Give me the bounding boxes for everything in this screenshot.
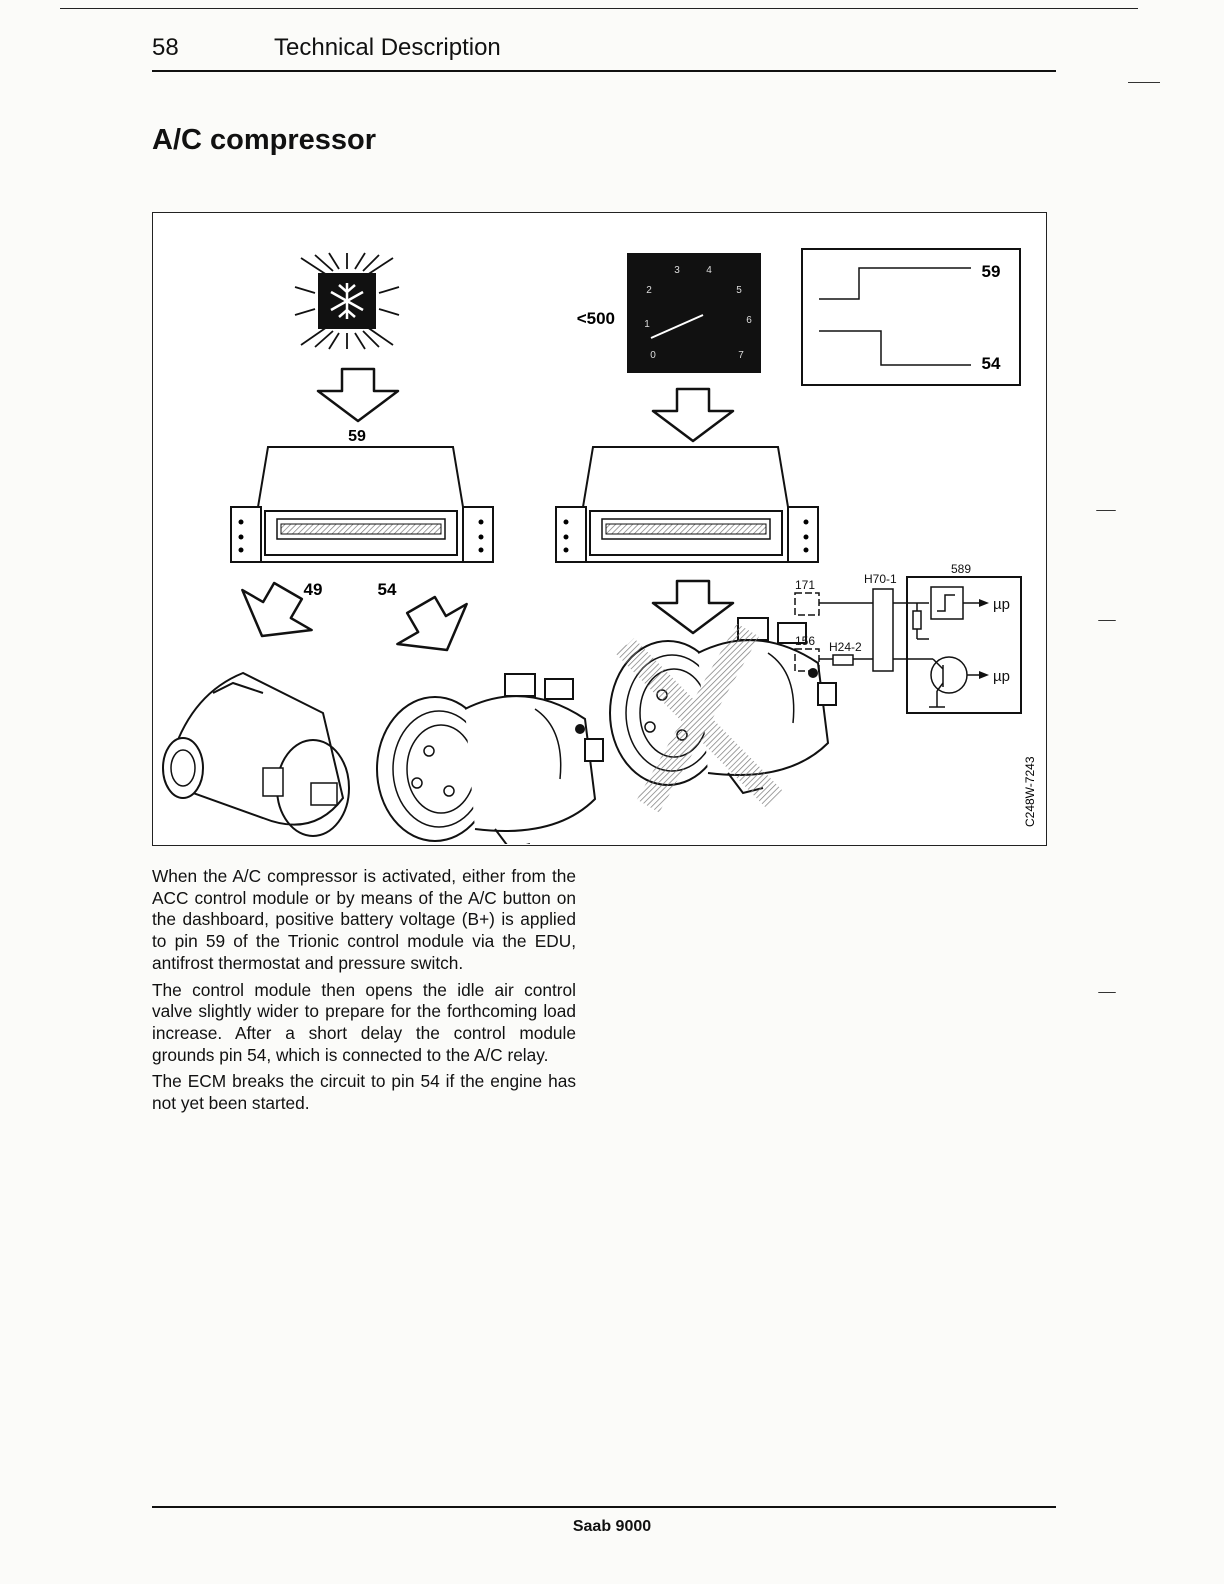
signal-graph: 59 54 (802, 249, 1020, 385)
pin-59-label: 59 (348, 428, 366, 445)
down-arrow-3 (653, 581, 733, 633)
svg-text:2: 2 (646, 285, 652, 296)
signal-59-label: 59 (982, 262, 1001, 281)
idle-air-control-valve (163, 673, 349, 836)
microprocessor-top-label: µp (993, 596, 1010, 613)
svg-text:4: 4 (706, 265, 712, 276)
tachometer-icon: 1 2 3 4 5 6 7 0 (627, 253, 761, 373)
microprocessor-bottom-label: µp (993, 668, 1010, 685)
pin-49-label: 49 (304, 580, 323, 599)
margin-mark (1098, 620, 1116, 621)
rpm-threshold-label: <500 (577, 309, 615, 328)
ac-compressor-illustration: 59 1 2 3 4 5 6 7 0 <500 59 54 (152, 212, 1047, 846)
ac-button-icon (295, 253, 399, 349)
pin-54-label: 54 (378, 580, 397, 599)
page-number: 58 (152, 34, 179, 62)
footer-text: Saab 9000 (0, 1518, 1224, 1536)
relay-h70-1-label: H70-1 (864, 572, 897, 586)
svg-text:0: 0 (650, 350, 656, 361)
signal-54-label: 54 (982, 354, 1001, 373)
down-arrow-1 (318, 369, 398, 421)
illustration-svg: 59 1 2 3 4 5 6 7 0 <500 59 54 (153, 213, 1045, 844)
header-title: Technical Description (274, 34, 501, 62)
control-module-2 (556, 447, 818, 562)
footer-rule (152, 1506, 1056, 1508)
margin-mark (1098, 992, 1116, 993)
figure-reference-code: C248W-7243 (1023, 756, 1037, 827)
page-header: 58 Technical Description (152, 34, 1056, 72)
svg-text:1: 1 (644, 319, 650, 330)
section-title: A/C compressor (152, 124, 376, 157)
margin-mark (1128, 82, 1160, 83)
paragraph-3: The ECM breaks the circuit to pin 54 if … (152, 1071, 576, 1114)
fuse-h24-2-label: H24-2 (829, 640, 862, 654)
svg-text:5: 5 (736, 285, 742, 296)
body-text: When the A/C compressor is activated, ei… (152, 866, 576, 1120)
top-rule (60, 8, 1138, 9)
down-arrow-2 (653, 389, 733, 441)
control-module-1 (231, 447, 493, 562)
arrow-to-compressor (386, 585, 481, 670)
svg-text:3: 3 (674, 265, 680, 276)
paragraph-2: The control module then opens the idle a… (152, 980, 576, 1067)
paragraph-1: When the A/C compressor is activated, ei… (152, 866, 576, 975)
connector-171-label: 171 (795, 578, 815, 592)
module-589-label: 589 (951, 562, 971, 576)
ac-compressor-1 (377, 674, 603, 844)
connector-156-label: 156 (795, 634, 815, 648)
margin-mark (1096, 510, 1116, 511)
svg-text:7: 7 (738, 350, 744, 361)
svg-text:6: 6 (746, 315, 752, 326)
